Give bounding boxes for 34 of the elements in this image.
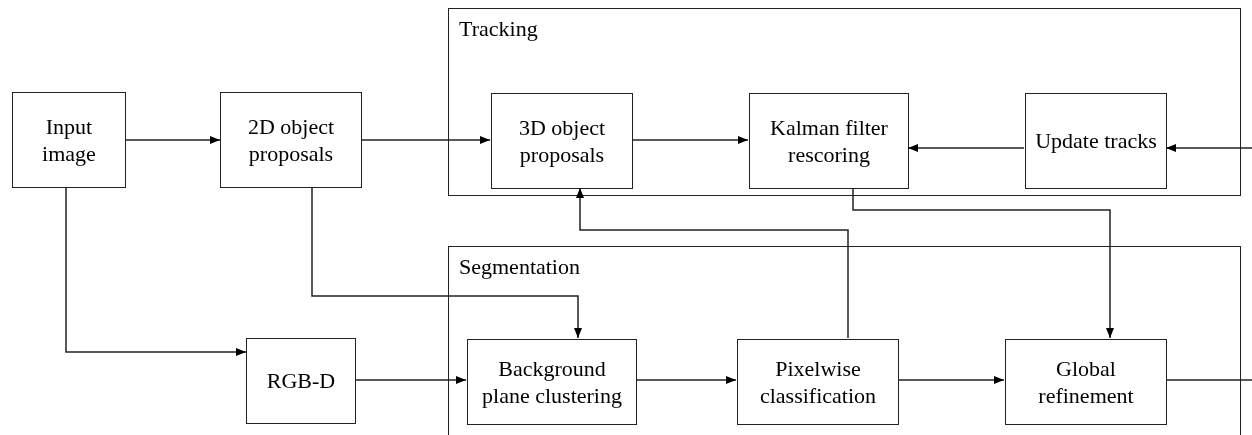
process-box (220, 92, 362, 188)
arrow (635, 376, 737, 384)
group-box (448, 8, 1241, 196)
group-box (448, 246, 1241, 435)
box-label: Kalman filter rescoring (769, 113, 889, 169)
box-label: Global refinement (1037, 354, 1135, 410)
process-box (12, 92, 126, 188)
arrow (897, 376, 1005, 384)
process-box (246, 338, 356, 424)
arrow (361, 136, 491, 144)
box-label: 2D object proposals (246, 112, 336, 168)
arrow (852, 187, 1114, 339)
box-label: Pixelwise classification (758, 354, 878, 410)
box-label: Input image (41, 112, 97, 168)
group-title: Segmentation (459, 253, 580, 281)
process-box (491, 93, 633, 189)
process-box (1005, 339, 1167, 425)
arrow (631, 136, 749, 144)
process-box (1025, 93, 1167, 189)
box-label: Update tracks (1035, 127, 1157, 155)
arrow (65, 187, 247, 356)
arrow (125, 136, 221, 144)
arrow (576, 187, 849, 339)
group-title: Tracking (459, 15, 538, 43)
box-label: RGB-D (266, 367, 336, 395)
box-label: Background plane clustering (481, 354, 623, 410)
box-label: 3D object proposals (517, 113, 607, 169)
arrow (1165, 144, 1252, 152)
arrow (311, 187, 582, 339)
arrow (907, 144, 1025, 152)
process-box (467, 339, 637, 425)
process-box (749, 93, 909, 189)
process-box (737, 339, 899, 425)
arrow (355, 376, 467, 384)
